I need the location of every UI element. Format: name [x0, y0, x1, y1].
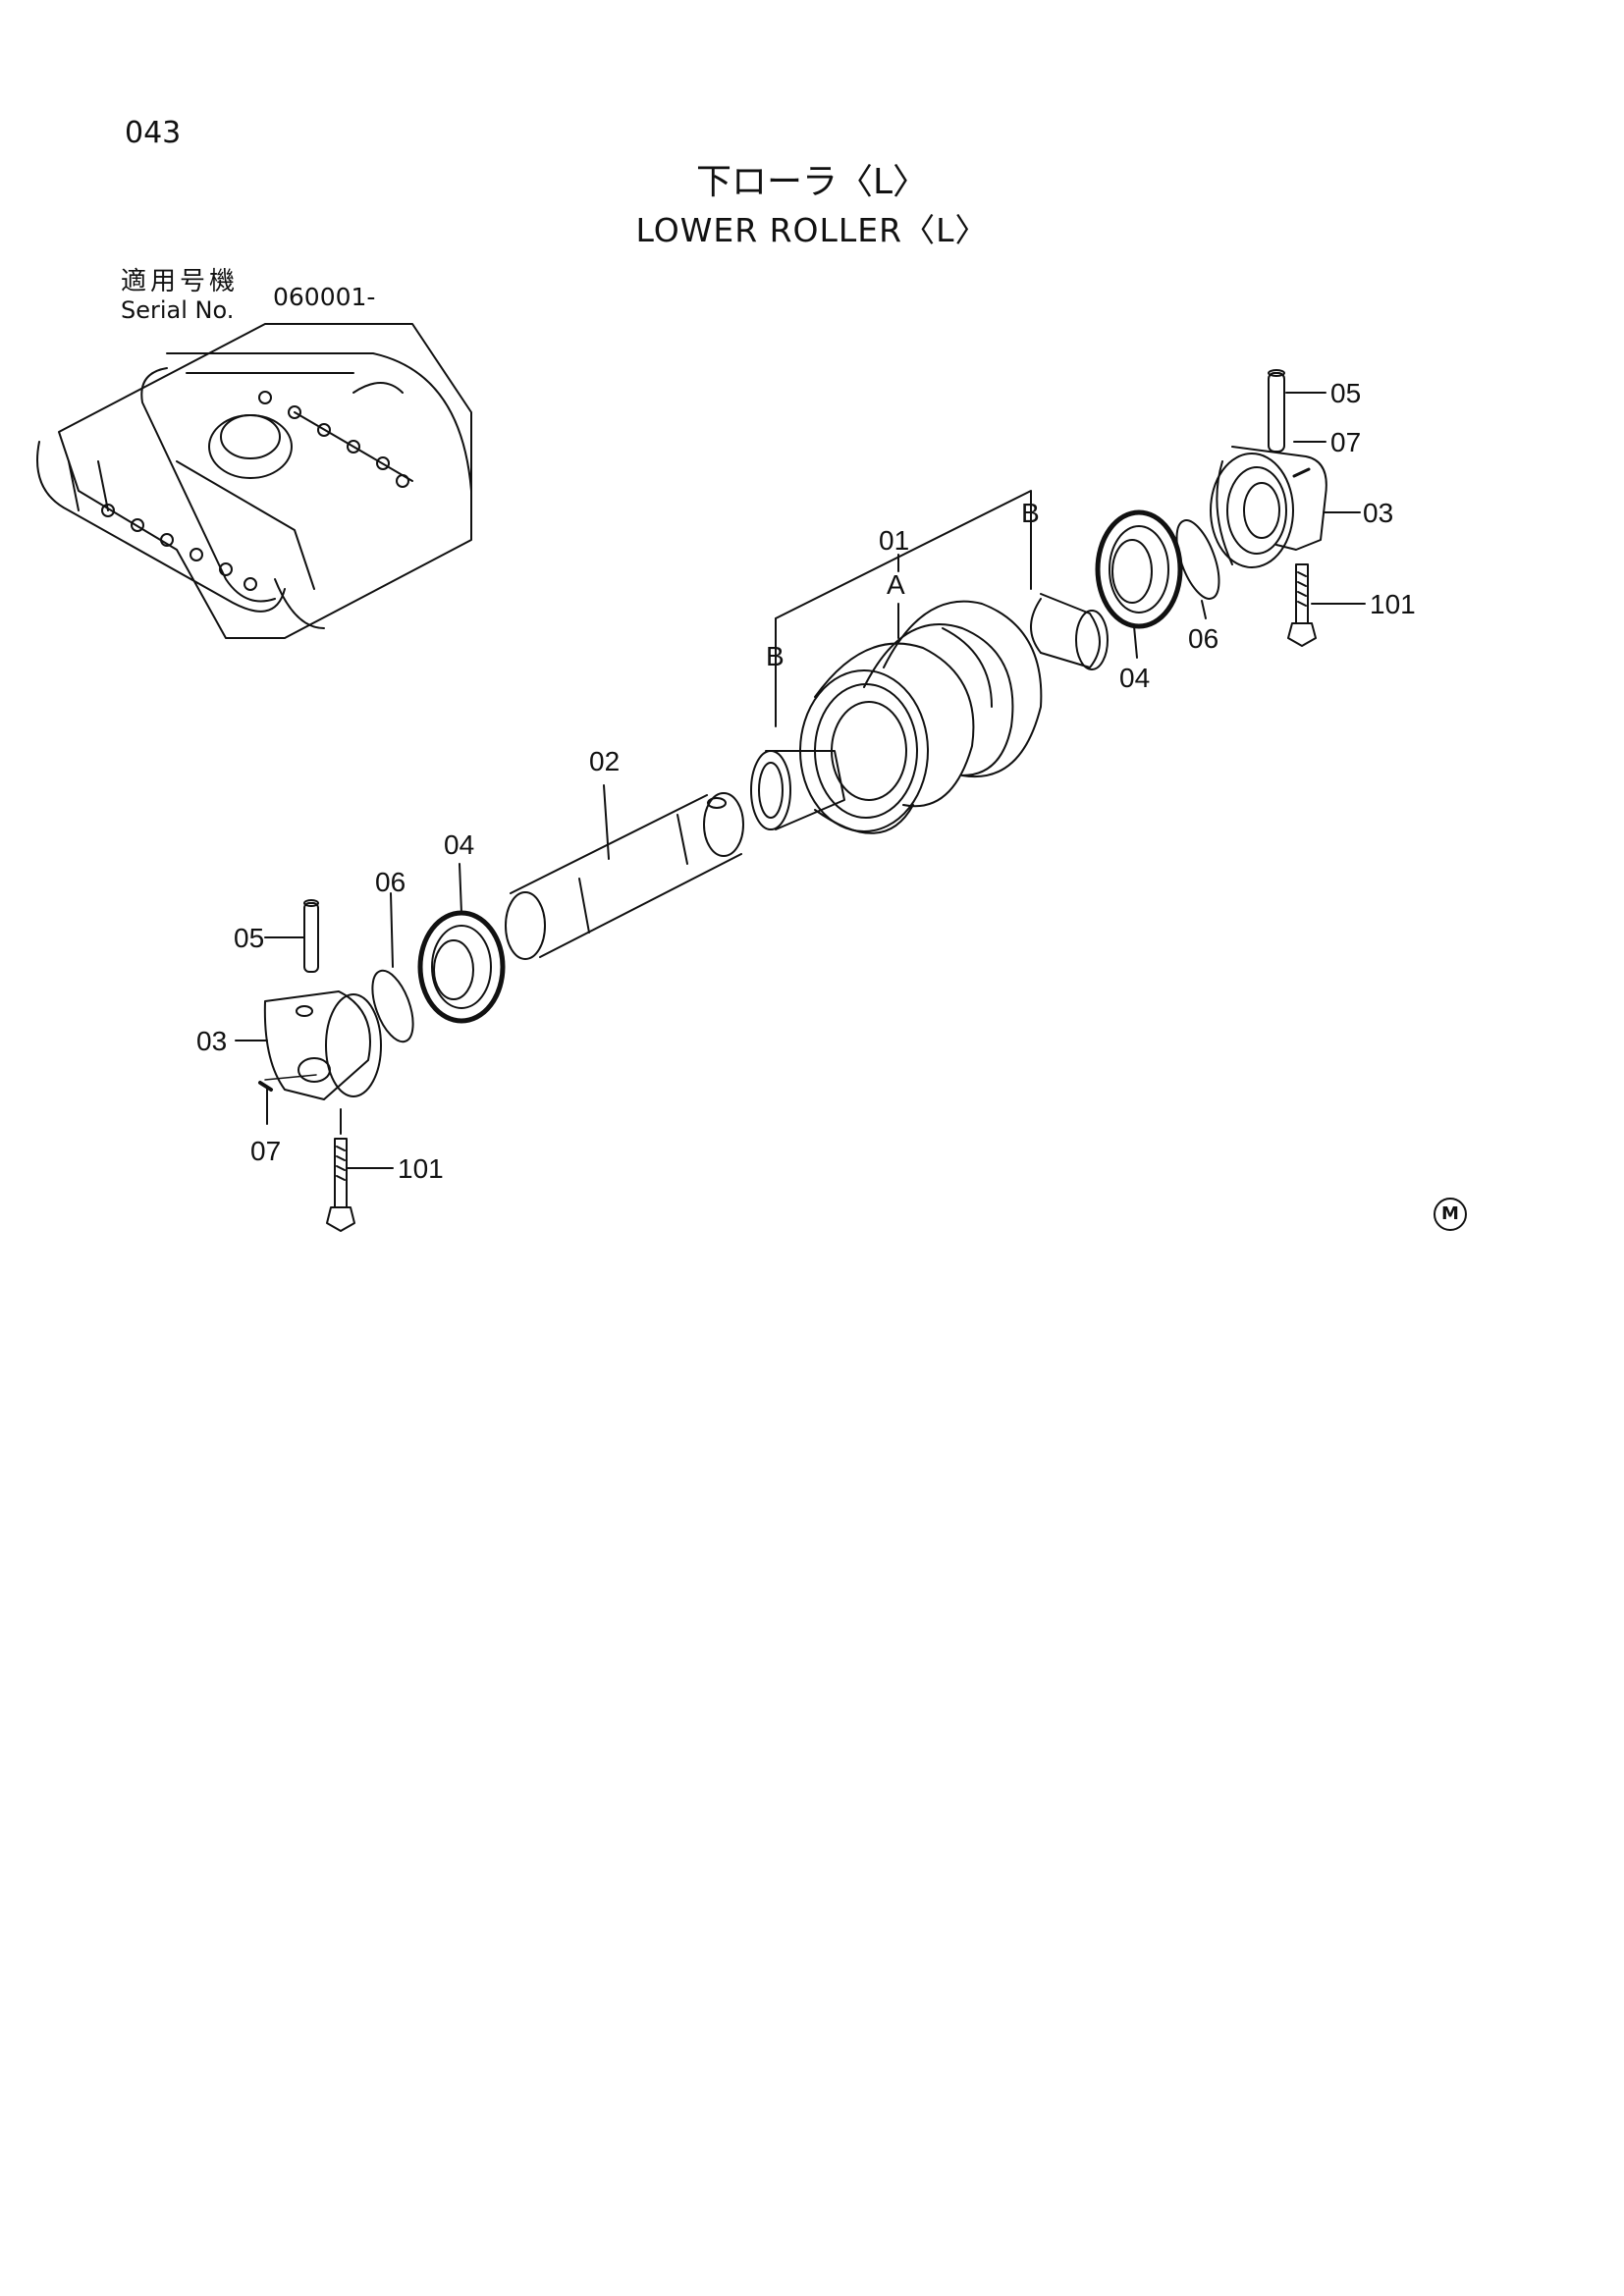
serial-number-value: 060001-	[273, 283, 376, 311]
callout-07-right: 07	[1330, 427, 1361, 457]
callout-04-right: 04	[1119, 663, 1150, 693]
callout-a: A	[887, 569, 905, 600]
callout-03-left: 03	[196, 1026, 227, 1056]
callout-05-left: 05	[234, 923, 264, 953]
undercarriage-thumbnail	[36, 323, 472, 639]
callout-02: 02	[589, 746, 620, 776]
callout-04-left: 04	[444, 829, 474, 860]
shaft	[505, 784, 744, 960]
callout-01: 01	[879, 525, 909, 556]
left-bracket-assembly	[235, 899, 394, 1232]
floating-seal-left	[417, 863, 506, 1024]
callout-06-left: 06	[375, 867, 406, 897]
callout-101-left: 101	[398, 1153, 444, 1184]
thumbnail-roller-bolts	[101, 391, 409, 591]
o-ring-left	[371, 969, 414, 1043]
page-title-english: LOWER ROLLER〈L〉	[635, 211, 989, 249]
callout-05-right: 05	[1330, 378, 1361, 408]
callout-03-right: 03	[1363, 498, 1393, 528]
page-title-japanese: 下ローラ〈L〉	[695, 162, 929, 202]
callout-101-right: 101	[1370, 589, 1416, 619]
floating-seal-right	[1095, 509, 1183, 659]
callout-07-left: 07	[250, 1136, 281, 1166]
right-bracket-assembly	[1210, 369, 1366, 647]
roller-assembly	[750, 490, 1109, 834]
serial-label-english: Serial No.	[121, 296, 235, 324]
callout-b-right: B	[1021, 498, 1040, 528]
page-number: 043	[125, 116, 182, 150]
callout-06-right: 06	[1188, 623, 1218, 654]
serial-label-japanese: 適用号機	[121, 267, 240, 296]
callout-b-left: B	[766, 641, 785, 671]
manufacturer-mark-stamp: M	[1434, 1198, 1467, 1231]
callout-labels: 01 A B B 02 03 03 04 04 05 05 06 06 07 0…	[196, 378, 1416, 1184]
